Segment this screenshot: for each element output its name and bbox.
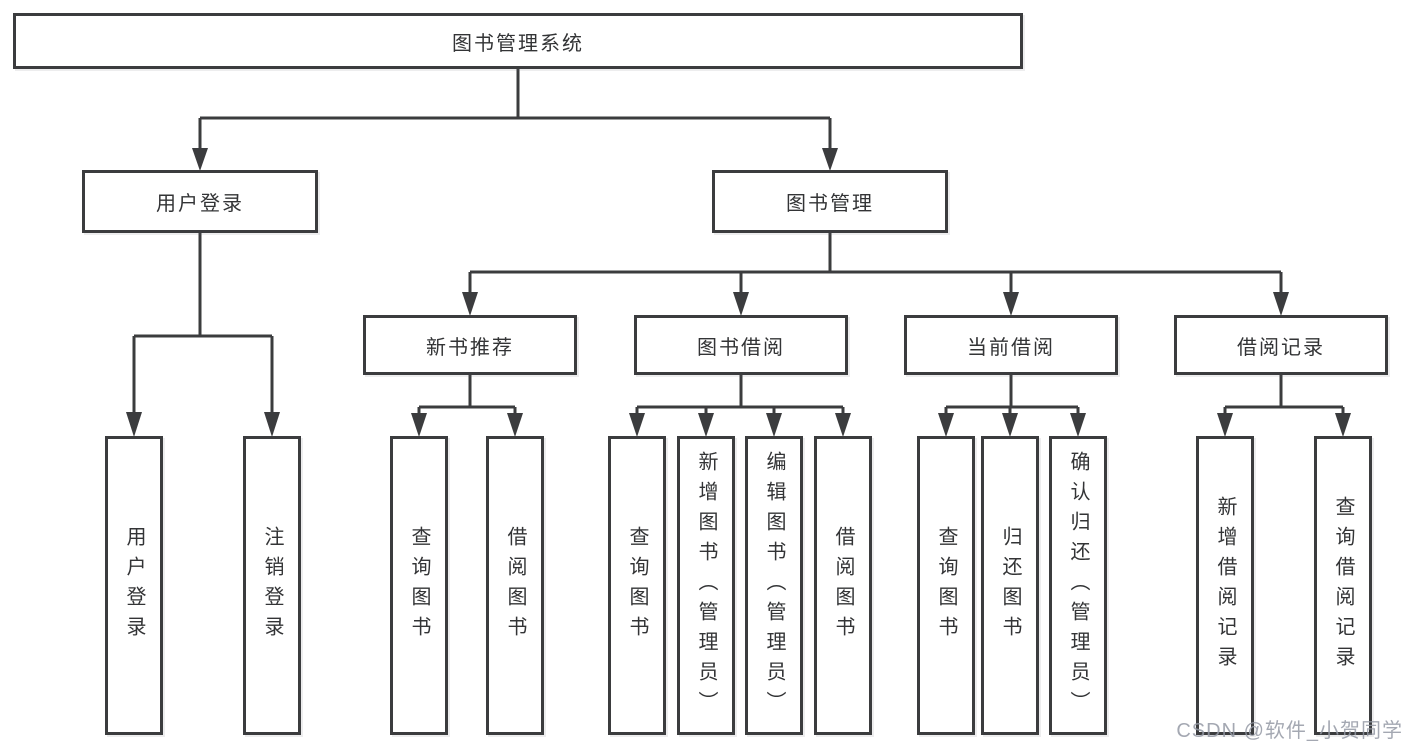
node-current-borrow: 当前借阅	[904, 315, 1118, 375]
leaf-borrow-books-borrow: 借阅图书	[814, 436, 872, 735]
node-label: 图书管理系统	[452, 32, 584, 55]
leaf-query-borrow-record: 查询借阅记录	[1314, 436, 1372, 735]
arrowhead-icon	[507, 413, 523, 437]
arrowhead-icon	[1002, 413, 1018, 437]
connector-borrow-records	[1217, 375, 1351, 437]
node-label: 图书管理	[786, 193, 874, 215]
node-borrow-records: 借阅记录	[1174, 315, 1388, 375]
leaf-label: 借阅图书	[504, 525, 526, 646]
leaf-label: 新增图书（管理员）	[695, 450, 717, 721]
arrowhead-icon	[766, 413, 782, 437]
arrowhead-icon	[1070, 413, 1086, 437]
arrowhead-icon	[264, 412, 280, 437]
node-label: 用户登录	[156, 193, 244, 215]
node-new-book-recommend: 新书推荐	[363, 315, 577, 375]
arrowhead-icon	[126, 412, 142, 437]
leaf-label: 借阅图书	[832, 525, 854, 646]
leaf-label: 新增借阅记录	[1214, 495, 1236, 676]
node-book-management: 图书管理	[712, 170, 948, 233]
connector-root	[192, 69, 838, 171]
connector-book-borrow	[629, 375, 851, 437]
leaf-confirm-return-admin: 确认归还（管理员）	[1049, 436, 1107, 735]
leaf-add-borrow-record: 新增借阅记录	[1196, 436, 1254, 735]
leaf-user-login: 用户登录	[105, 436, 163, 735]
leaf-return-books: 归还图书	[981, 436, 1039, 735]
leaf-label: 用户登录	[123, 525, 145, 646]
node-book-borrow: 图书借阅	[634, 315, 848, 375]
leaf-query-books-borrow: 查询图书	[608, 436, 666, 735]
csdn-watermark: CSDN @软件_小贺同学	[1176, 720, 1403, 742]
arrowhead-icon	[462, 292, 478, 316]
leaf-label: 归还图书	[999, 525, 1021, 646]
node-label: 借阅记录	[1237, 336, 1325, 359]
connector-book-management	[462, 233, 1289, 316]
arrowhead-icon	[938, 413, 954, 437]
leaf-label: 查询图书	[408, 525, 430, 646]
leaf-borrow-books-recommend: 借阅图书	[486, 436, 544, 735]
leaf-label: 注销登录	[261, 525, 283, 646]
connector-user-login	[126, 233, 280, 437]
leaf-logout: 注销登录	[243, 436, 301, 735]
node-user-login: 用户登录	[82, 170, 318, 233]
arrowhead-icon	[1217, 413, 1233, 437]
leaf-label: 查询借阅记录	[1332, 495, 1354, 676]
connector-current-borrow	[938, 375, 1086, 437]
arrowhead-icon	[1003, 292, 1019, 316]
connector-new-book-rec	[411, 375, 523, 437]
leaf-label: 查询图书	[935, 525, 957, 646]
arrowhead-icon	[1273, 292, 1289, 316]
leaf-label: 确认归还（管理员）	[1067, 450, 1089, 721]
arrowhead-icon	[192, 148, 208, 171]
leaf-label: 编辑图书（管理员）	[763, 450, 785, 721]
node-root: 图书管理系统	[13, 13, 1023, 69]
arrowhead-icon	[1335, 413, 1351, 437]
arrowhead-icon	[698, 413, 714, 437]
leaf-query-books-recommend: 查询图书	[390, 436, 448, 735]
leaf-query-books-current: 查询图书	[917, 436, 975, 735]
leaf-label: 查询图书	[626, 525, 648, 646]
node-label: 图书借阅	[697, 336, 785, 359]
leaf-edit-books-admin: 编辑图书（管理员）	[745, 436, 803, 735]
node-label: 新书推荐	[426, 336, 514, 359]
arrowhead-icon	[733, 292, 749, 316]
node-label: 当前借阅	[967, 336, 1055, 359]
arrowhead-icon	[822, 148, 838, 171]
arrowhead-icon	[411, 413, 427, 437]
arrowhead-icon	[835, 413, 851, 437]
arrowhead-icon	[629, 413, 645, 437]
leaf-add-books-admin: 新增图书（管理员）	[677, 436, 735, 735]
